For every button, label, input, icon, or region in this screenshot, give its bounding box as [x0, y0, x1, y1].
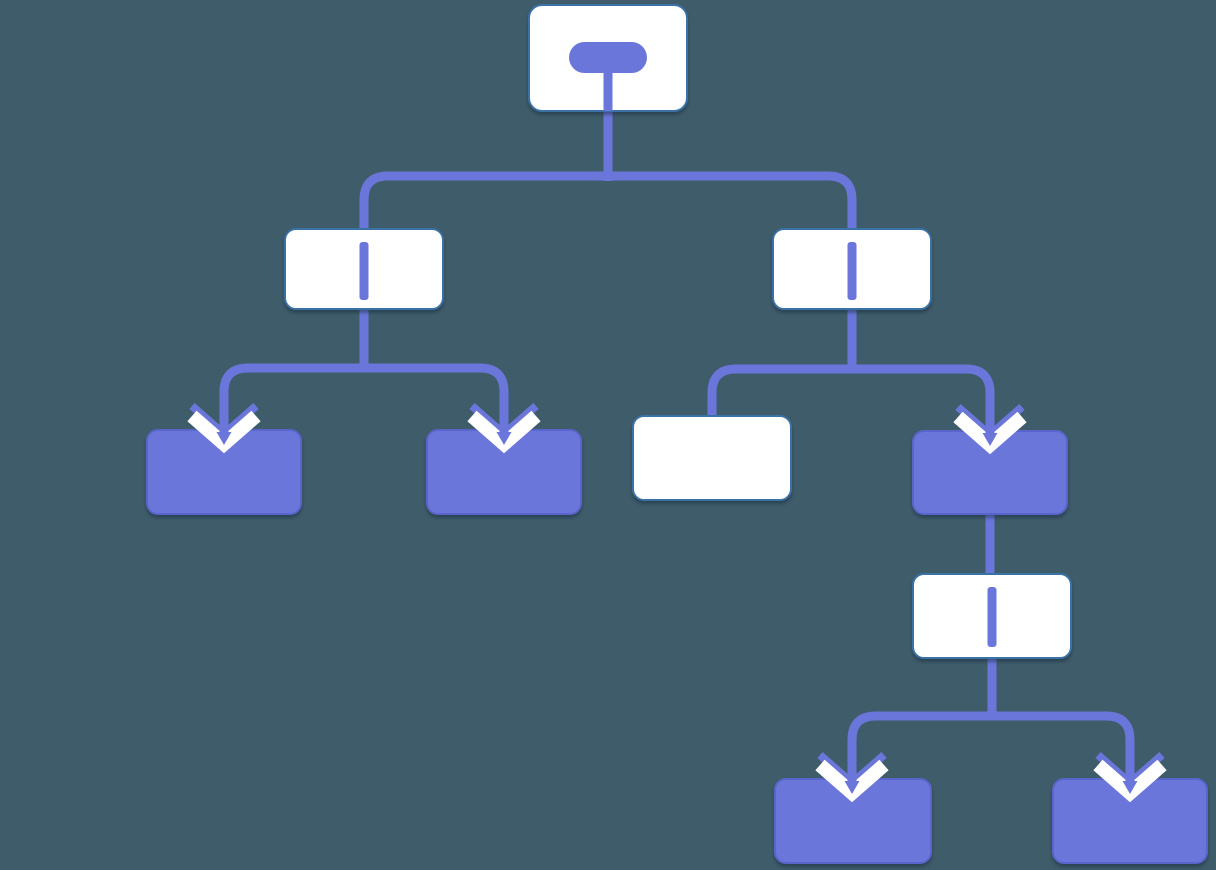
arrow-tip: [1122, 781, 1138, 794]
arrow-tip: [496, 432, 512, 445]
node-plain[interactable]: [632, 415, 792, 501]
node-branch-bottom[interactable]: [912, 573, 1072, 659]
vertical-bar-icon: [359, 242, 369, 300]
vertical-bar-icon: [847, 242, 857, 300]
edge-branch-bottom-split: [847, 711, 1135, 768]
pill-stem-icon: [603, 70, 613, 111]
down-chevron-arrow-icon: [187, 400, 261, 454]
edge-branch-left-split: [219, 363, 509, 416]
vertical-bar-icon: [987, 587, 997, 647]
arrow-tip: [982, 433, 998, 446]
down-chevron-arrow-icon: [815, 749, 889, 803]
down-chevron-arrow-icon: [1093, 749, 1167, 803]
edge-root-split: [359, 171, 857, 228]
down-chevron-arrow-icon: [953, 401, 1027, 455]
pill-icon: [569, 42, 647, 73]
edge-branch-right-split: [707, 364, 995, 418]
node-root[interactable]: [528, 4, 688, 112]
arrow-tip: [844, 781, 860, 794]
down-chevron-arrow-icon: [467, 400, 541, 454]
node-branch-left[interactable]: [284, 228, 444, 310]
arrow-tip: [216, 432, 232, 445]
node-branch-right[interactable]: [772, 228, 932, 310]
